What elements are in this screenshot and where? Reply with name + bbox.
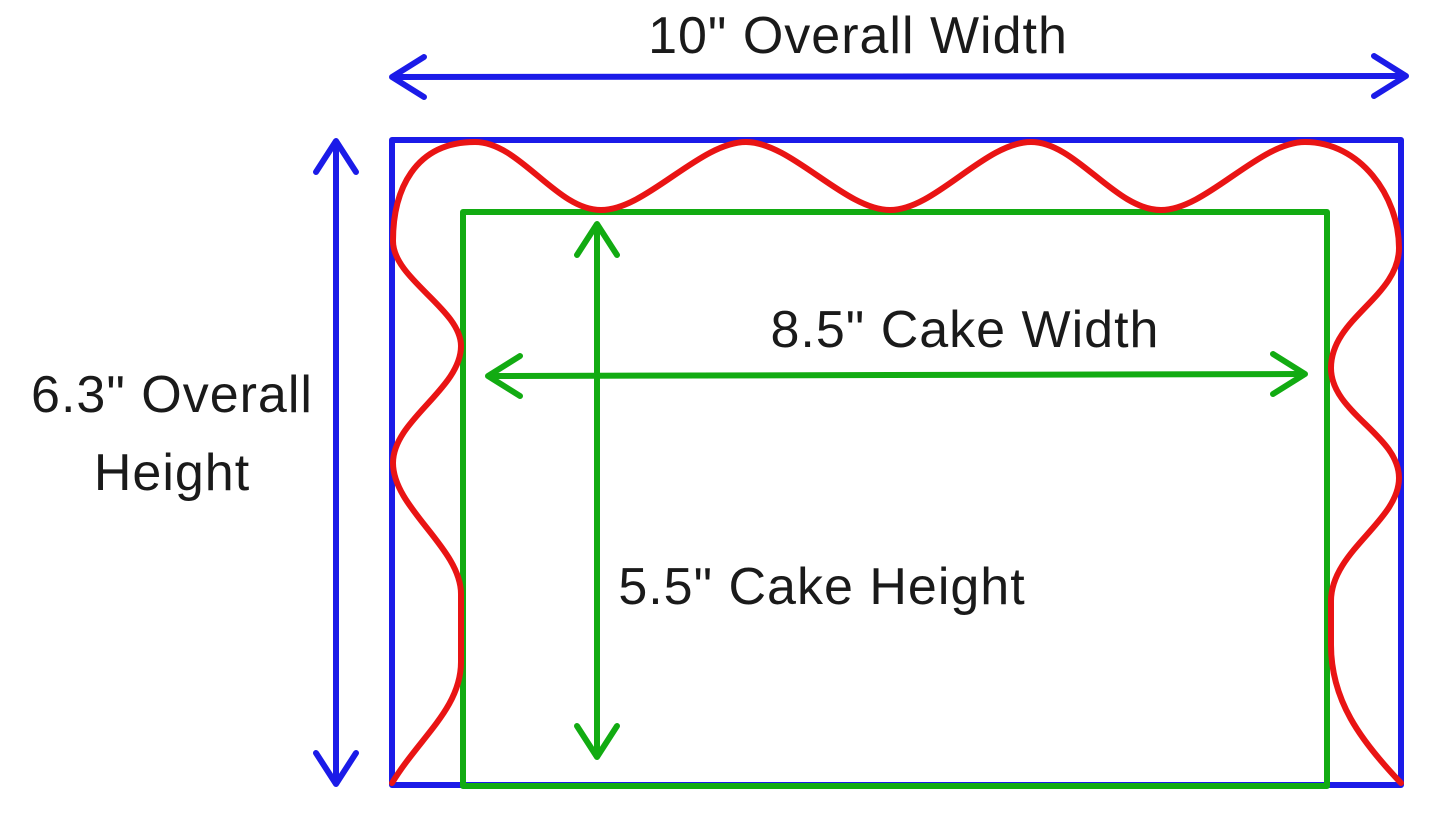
scallop-border-path [389,139,1404,786]
overall-height-dimension-arrow [313,138,359,787]
overall-width-arrow-shaft [392,73,1406,80]
overall-size-rectangle [389,137,1404,788]
cake-width-label: 8.5" Cake Width [771,301,1160,359]
overall-height-label-line2: Height [94,444,250,502]
arrowhead-left-icon [485,353,523,399]
arrowhead-left-icon [389,54,427,100]
cake-height-dimension-arrow [574,221,620,760]
arrowhead-right-icon [1371,53,1409,99]
arrowhead-down-icon [574,723,620,760]
cake-size-rectangle [460,209,1330,789]
overall-width-dimension-arrow [389,53,1409,100]
cake-height-label: 5.5" Cake Height [618,558,1025,616]
cake-width-arrow-shaft [488,371,1305,379]
arrowhead-right-icon [1270,351,1308,397]
overall-width-label: 10" Overall Width [648,7,1068,65]
arrowhead-down-icon [313,750,359,787]
overall-height-label-line1: 6.3" Overall [31,366,313,424]
arrowhead-up-icon [574,221,620,258]
cake-width-dimension-arrow [485,351,1308,399]
arrowhead-up-icon [313,138,359,175]
